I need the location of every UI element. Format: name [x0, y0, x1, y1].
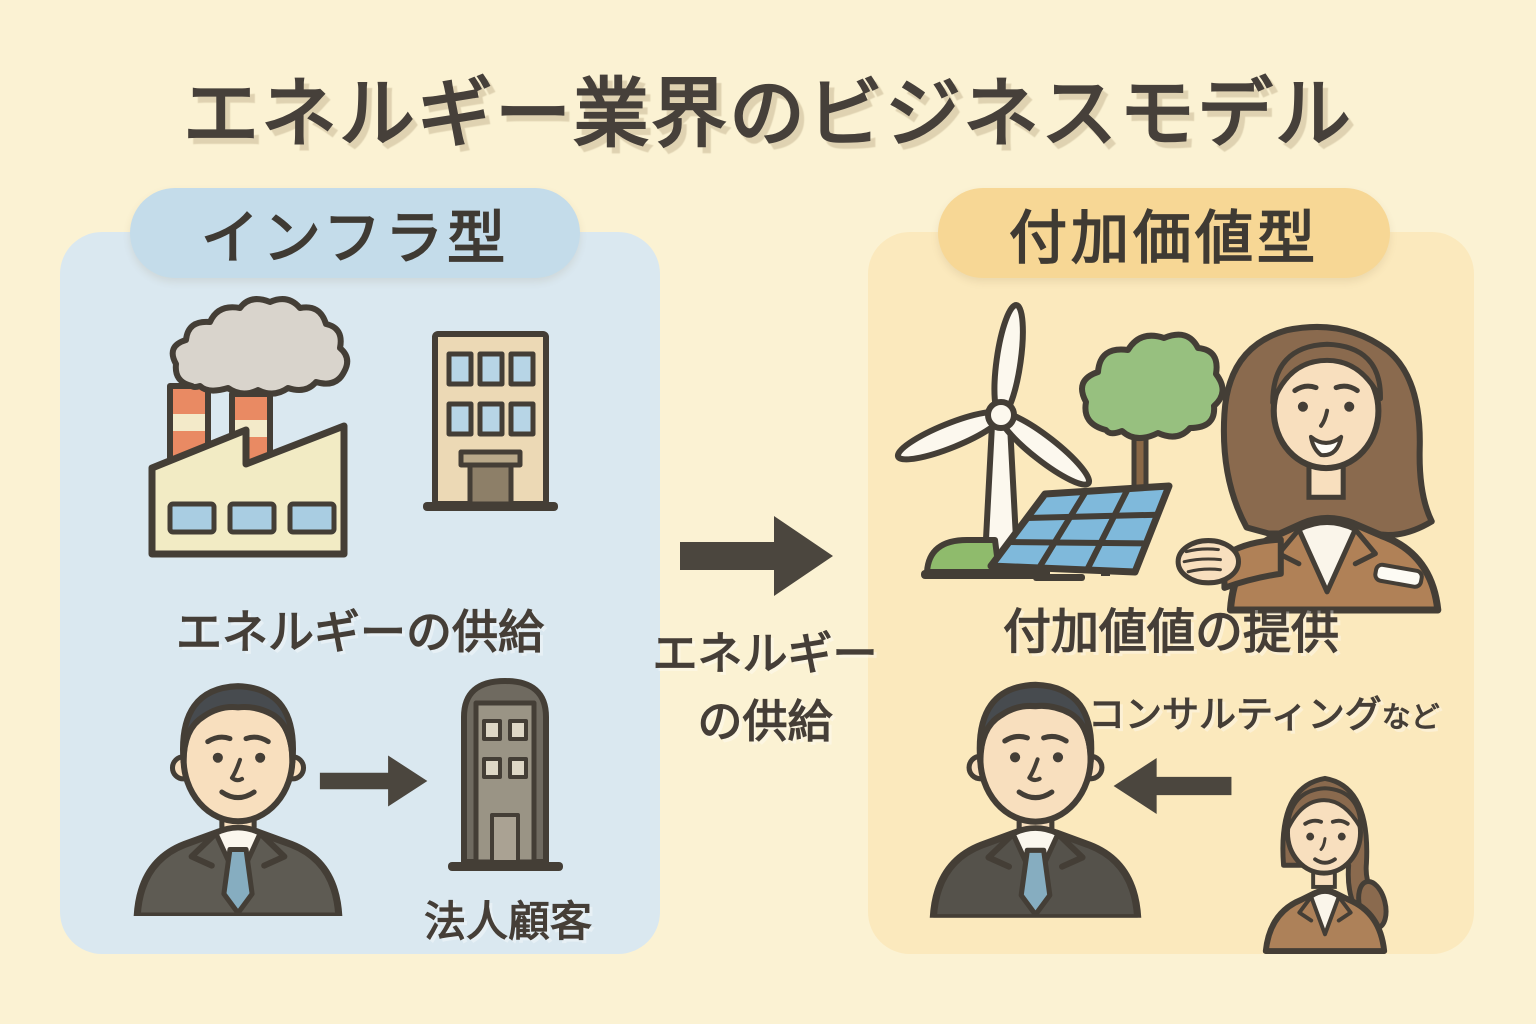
corporate-customer-caption: 法人顧客: [423, 898, 592, 945]
corporate-building-icon: [448, 678, 563, 871]
infra-panel-header: インフラ型: [130, 188, 580, 278]
solar-panel-icon: [987, 482, 1173, 581]
consultant-woman-icon: [1175, 323, 1442, 614]
value-caption: 付加値値の提供: [1002, 606, 1339, 659]
office-building-icon: [423, 331, 558, 511]
assistant-woman-icon: [1262, 775, 1389, 955]
flow-arrow-right-icon: [680, 516, 833, 596]
wind-turbine-icon: [894, 302, 1093, 579]
page-title: エネルギー業界のビジネスモデル: [183, 72, 1353, 157]
flow-label-line1: エネルギー: [652, 628, 878, 679]
flow-label: エネルギー の供給: [650, 620, 880, 755]
smoke-icon: [169, 296, 351, 397]
consulting-caption: コンサルティングなど: [1088, 684, 1468, 738]
factory-icon: [148, 296, 351, 558]
flow-label-line2: の供給: [697, 695, 833, 747]
arrow-right-icon: [319, 755, 428, 807]
value-added-panel-header: 付加価値型: [938, 188, 1390, 278]
arrow-left-icon: [1113, 758, 1232, 814]
tree-icon: [1079, 331, 1226, 516]
consulting-caption-suffix: など: [1381, 702, 1440, 734]
infra-panel: [60, 232, 660, 954]
consulting-caption-main: コンサルティング: [1088, 694, 1382, 735]
supply-caption: エネルギーの供給: [176, 606, 544, 658]
